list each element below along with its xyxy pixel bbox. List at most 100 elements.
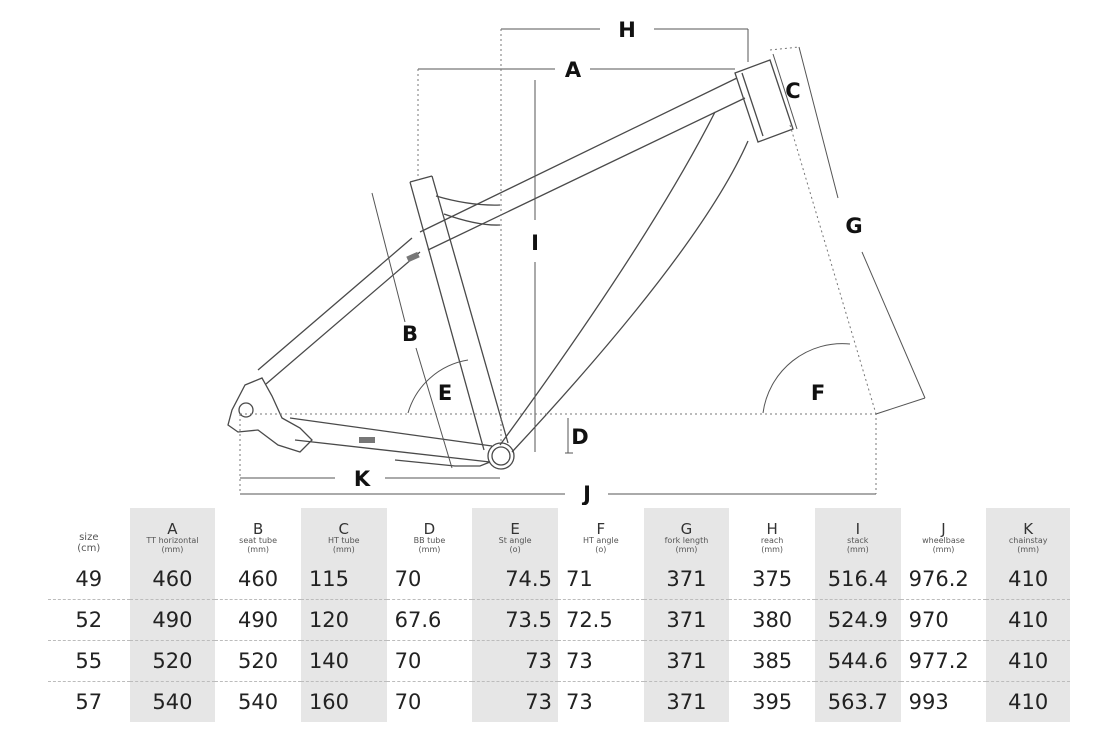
cell-j: 976.2 <box>908 567 969 591</box>
cell-d: 67.6 <box>386 599 473 641</box>
cell-d: 70 <box>394 567 422 591</box>
cell-e: 74.5 <box>472 559 558 600</box>
cell-j: 977.2 <box>900 640 987 682</box>
cell-i: 524.9 <box>814 599 901 641</box>
dim-label-f: F <box>811 381 825 405</box>
cell-k: 410 <box>986 599 1070 641</box>
cell-a: 520 <box>129 640 216 682</box>
dim-line-g <box>798 46 926 399</box>
cell-size: 55 <box>48 640 130 682</box>
dim-label-h: H <box>618 18 636 42</box>
cell-b: 460 <box>238 567 279 591</box>
cell-e: 73 <box>472 681 558 722</box>
cell-g: 371 <box>643 640 730 682</box>
cell-b: 490 <box>215 599 301 641</box>
cell-d: 70 <box>386 640 473 682</box>
dim-line-d <box>565 418 573 454</box>
cell-b: 540 <box>215 681 301 722</box>
cell-i: 563.7 <box>814 681 901 722</box>
dim-label-e: E <box>438 381 452 405</box>
cell-k: 410 <box>986 559 1070 600</box>
cell-e: 73 <box>472 640 558 682</box>
rear-axle <box>238 402 254 418</box>
dim-label-k: K <box>354 467 371 491</box>
cell-c: 115 <box>300 559 387 600</box>
cell-c: 160 <box>300 681 387 722</box>
cell-f: 73 <box>557 640 644 682</box>
fork-offset-line <box>875 397 926 415</box>
cell-i: 544.6 <box>814 640 901 682</box>
angle-arc-f <box>762 343 851 414</box>
cell-size: 52 <box>48 599 130 641</box>
cell-f: 71 <box>565 567 593 591</box>
dim-label-a: A <box>565 58 582 82</box>
cable-guide <box>359 437 375 443</box>
seat-stay <box>257 237 421 385</box>
head-tube <box>734 59 794 143</box>
dim-line-c <box>772 53 798 130</box>
bottom-bracket-shell <box>487 442 515 470</box>
dim-label-b: B <box>402 322 418 346</box>
dim-label-g: G <box>845 214 862 238</box>
ground-reference-line <box>239 413 877 494</box>
cell-j: 993 <box>900 681 987 722</box>
cell-h: 380 <box>729 599 815 641</box>
chain-stay <box>289 417 493 467</box>
cell-g: 371 <box>643 681 730 722</box>
cell-j: 970 <box>900 599 987 641</box>
dim-label-c: C <box>785 79 800 103</box>
dim-label-d: D <box>571 425 588 449</box>
cell-a: 490 <box>129 599 216 641</box>
cell-f: 73 <box>557 681 644 722</box>
dim-label-i: I <box>531 231 539 255</box>
seat-tube-gusset <box>435 195 501 226</box>
cell-size: 49 <box>75 567 103 591</box>
cell-h: 385 <box>729 640 815 682</box>
cell-e: 73.5 <box>472 599 558 641</box>
table-row: 57 540 540 160 70 73 73 371 395 563.7 99… <box>48 681 1070 722</box>
top-tube <box>419 77 746 251</box>
dim-line-b <box>371 192 453 469</box>
cell-g: 371 <box>643 599 730 641</box>
table-row: 49 460 460 115 70 74.5 71 371 375 516.4 … <box>48 559 1070 600</box>
dim-line-h <box>501 28 749 62</box>
cell-a: 540 <box>129 681 216 722</box>
col-header-size: size(cm) <box>77 532 101 554</box>
head-axis-line <box>769 46 800 51</box>
cell-size: 57 <box>48 681 130 722</box>
angle-arc-e <box>407 359 469 414</box>
table-row: 55 520 520 140 70 73 73 371 385 544.6 97… <box>48 640 1070 682</box>
cell-h: 395 <box>729 681 815 722</box>
cell-a: 460 <box>129 559 216 600</box>
rear-dropout <box>227 377 313 453</box>
cell-c: 140 <box>300 640 387 682</box>
cell-i: 516.4 <box>814 559 901 600</box>
seat-tube <box>409 175 509 451</box>
cell-f: 72.5 <box>557 599 644 641</box>
cell-h: 375 <box>752 567 793 591</box>
frame-logo <box>406 251 420 263</box>
cell-k: 410 <box>986 681 1070 722</box>
dim-label-j: J <box>581 482 591 505</box>
cell-k: 410 <box>986 640 1070 682</box>
bike-frame-diagram: H A C G I B E F D K J <box>227 18 926 505</box>
cell-b: 520 <box>215 640 301 682</box>
cell-d: 70 <box>386 681 473 722</box>
down-tube <box>499 111 749 453</box>
cell-c: 120 <box>300 599 387 641</box>
table-row: 52 490 490 120 67.6 73.5 72.5 371 380 52… <box>48 599 1070 641</box>
cell-g: 371 <box>643 559 730 600</box>
